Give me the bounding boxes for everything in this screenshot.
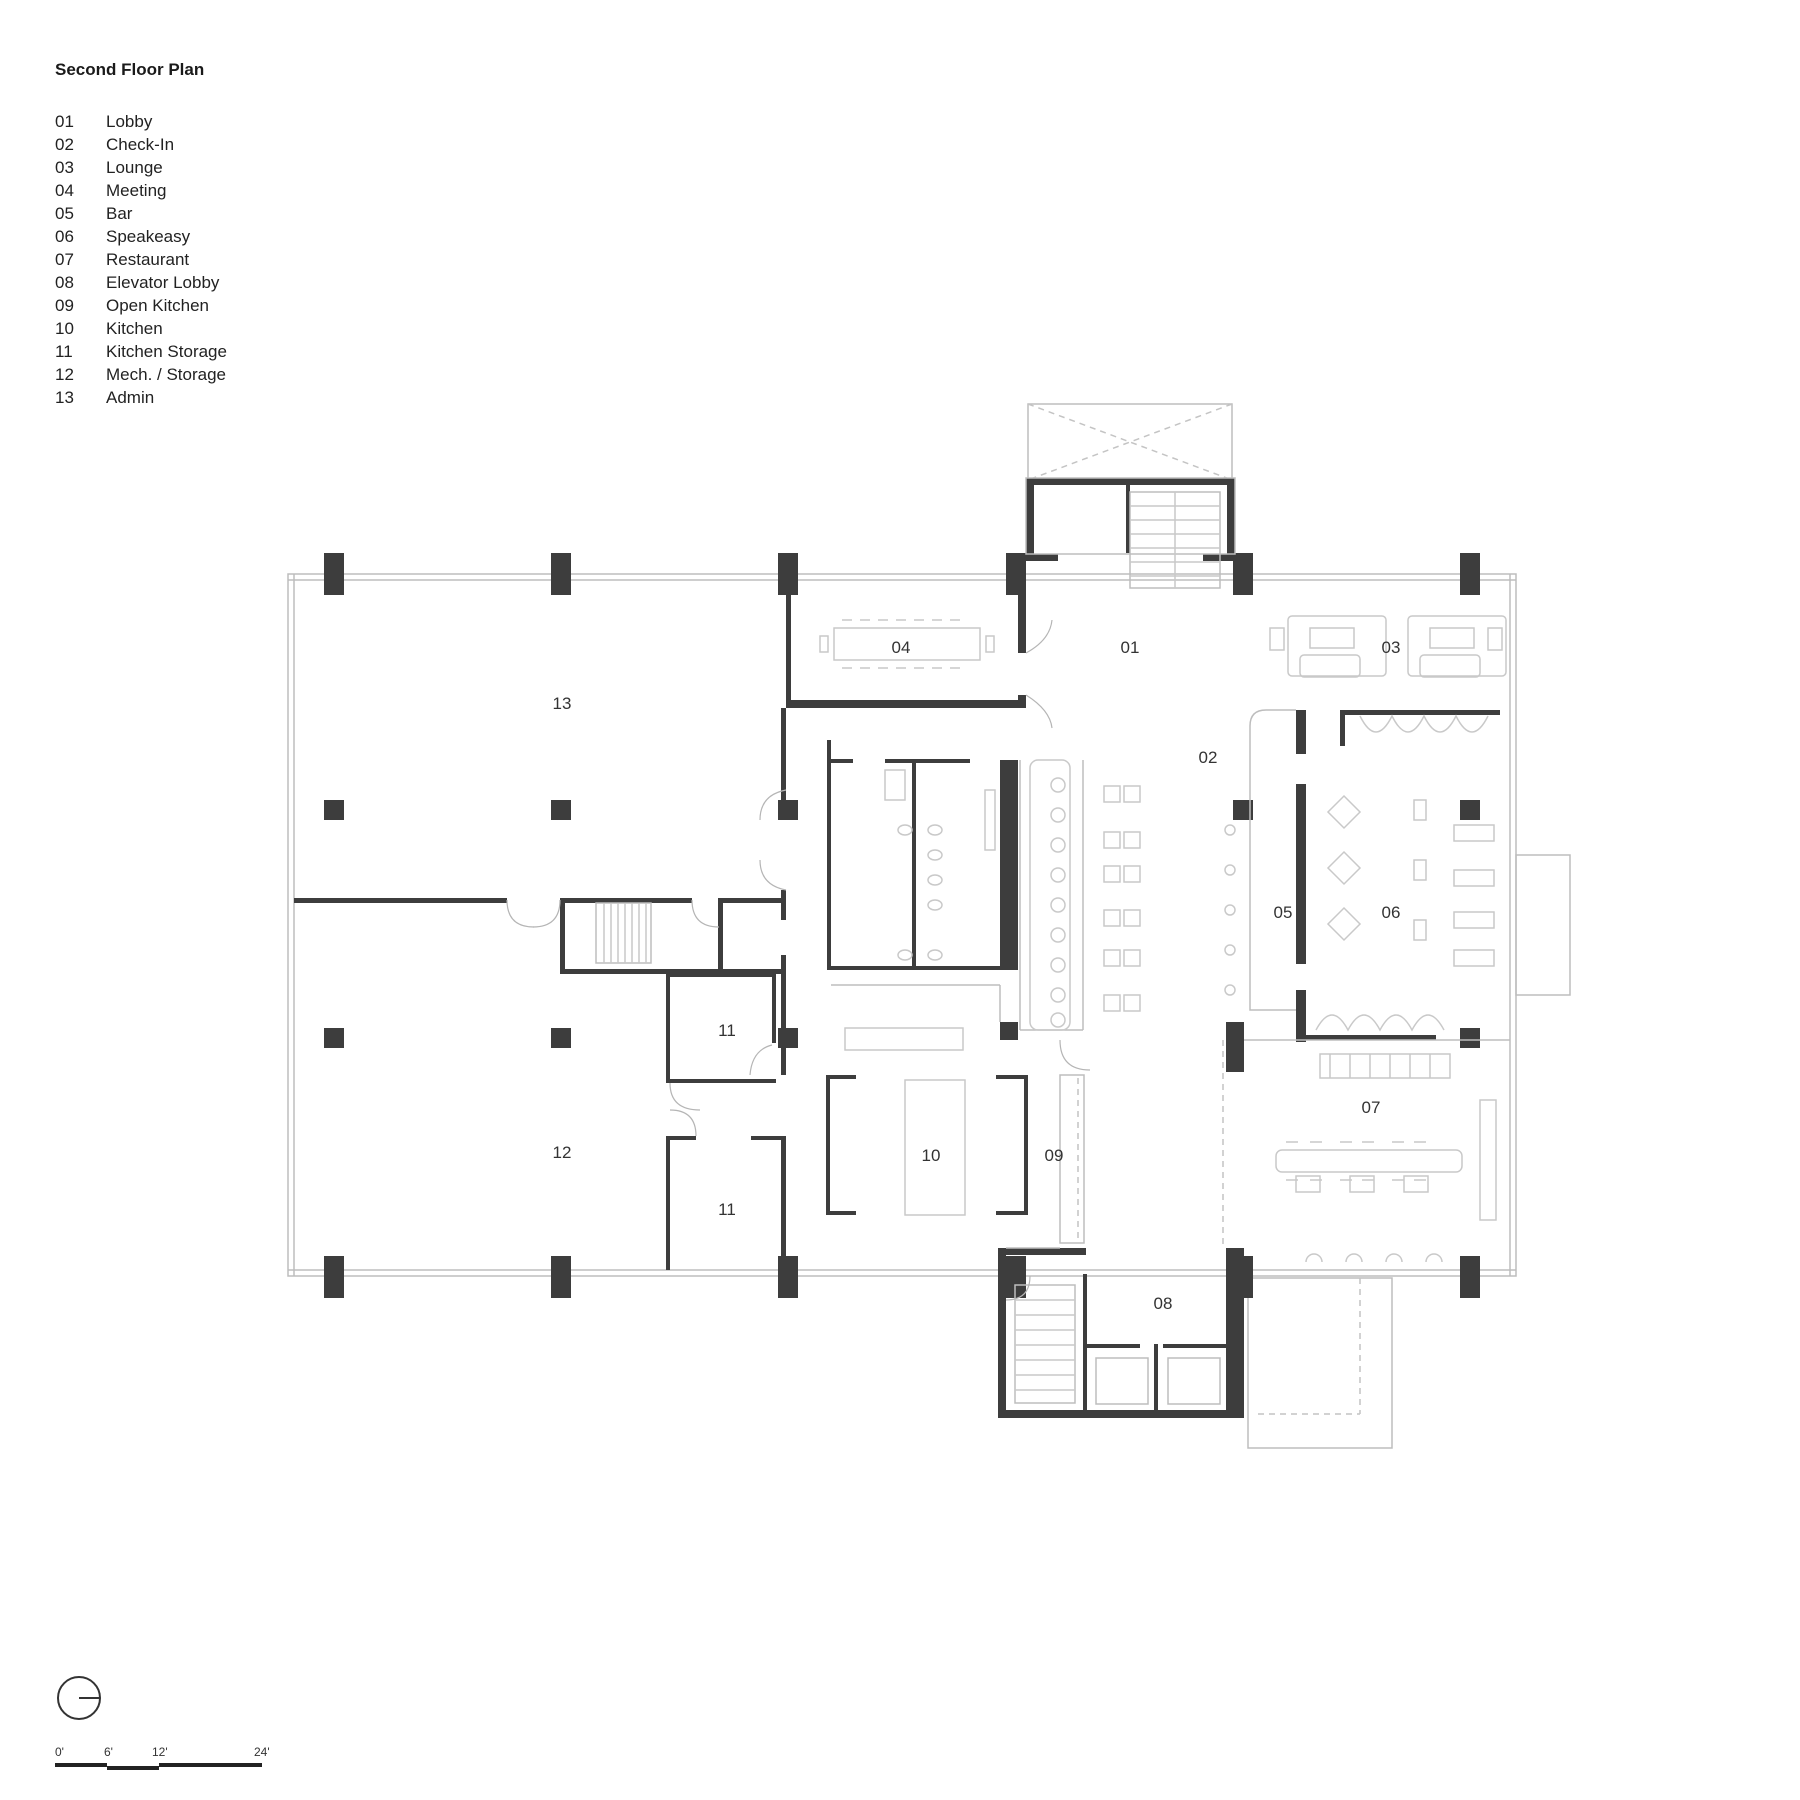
legend-item: 05 Bar	[55, 204, 227, 227]
legend-number: 04	[55, 181, 74, 200]
legend-number: 12	[55, 365, 74, 384]
room-tag-admin: 13	[553, 694, 572, 713]
north-arrow-icon	[57, 1676, 101, 1720]
legend-room-name: Elevator Lobby	[106, 273, 220, 292]
legend-number: 01	[55, 112, 74, 131]
legend-item: 08 Elevator Lobby	[55, 273, 227, 296]
legend-number: 13	[55, 388, 74, 407]
building-envelope	[287, 403, 1571, 1449]
room-tag-kitchen: 10	[922, 1146, 941, 1165]
room-tag-restaurant: 07	[1362, 1098, 1381, 1117]
legend-number: 08	[55, 273, 74, 292]
room-tag-lobby: 01	[1121, 638, 1140, 657]
legend-room-name: Lobby	[106, 112, 153, 131]
legend-item: 02 Check-In	[55, 135, 227, 158]
scale-label: 24'	[254, 1745, 270, 1759]
legend-item: 13 Admin	[55, 388, 227, 411]
legend-number: 05	[55, 204, 74, 223]
structural-columns	[324, 553, 1480, 1298]
scale-label: 12'	[152, 1745, 168, 1759]
room-tag-meeting: 04	[892, 638, 911, 657]
room-tags: 13 04 01 03 02 05 06 11 12 10 09 11 07 0…	[553, 638, 1401, 1313]
legend-number: 06	[55, 227, 74, 246]
legend-item: 10 Kitchen	[55, 319, 227, 342]
interior-walls	[294, 478, 1500, 1418]
legend-item: 06 Speakeasy	[55, 227, 227, 250]
legend-room-name: Check-In	[106, 135, 175, 154]
legend-item: 12 Mech. / Storage	[55, 365, 227, 388]
room-legend: 01 Lobby 02 Check-In 03 Lounge 04 Meeting 05…	[55, 112, 227, 411]
legend-number: 07	[55, 250, 74, 269]
legend-item: 09 Open Kitchen	[55, 296, 227, 319]
plan-title: Second Floor Plan	[55, 60, 205, 79]
legend-room-name: Open Kitchen	[106, 296, 210, 315]
legend-number: 11	[55, 342, 73, 361]
room-tag-bar: 05	[1274, 903, 1293, 922]
legend-item: 01 Lobby	[55, 112, 227, 135]
room-tag-check-in: 02	[1199, 748, 1218, 767]
legend-room-name: Kitchen	[106, 319, 163, 338]
room-tag-elevator-lobby: 08	[1154, 1294, 1173, 1313]
legend-room-name: Kitchen Storage	[106, 342, 227, 361]
legend-room-name: Speakeasy	[106, 227, 191, 246]
legend-room-name: Bar	[106, 204, 133, 223]
room-tag-open-kitchen: 09	[1045, 1146, 1064, 1165]
legend-number: 02	[55, 135, 74, 154]
scale-label: 0'	[55, 1745, 64, 1759]
legend-room-name: Restaurant	[106, 250, 190, 269]
light-partitions	[831, 477, 1510, 1249]
room-tag-lounge: 03	[1382, 638, 1401, 657]
legend-item: 04 Meeting	[55, 181, 227, 204]
room-tag-kitchen-storage: 11	[718, 1200, 736, 1219]
legend-room-name: Lounge	[106, 158, 163, 177]
stairs	[595, 491, 1221, 1405]
legend-number: 09	[55, 296, 74, 315]
scale-bar: 0' 6' 12' 24'	[55, 1745, 270, 1770]
legend-item: 03 Lounge	[55, 158, 227, 181]
legend-room-name: Mech. / Storage	[106, 365, 227, 384]
legend-number: 10	[55, 319, 74, 338]
scale-label: 6'	[104, 1745, 113, 1759]
legend-item: 07 Restaurant	[55, 250, 227, 273]
legend-room-name: Meeting	[106, 181, 167, 200]
room-tag-kitchen-storage: 11	[718, 1021, 736, 1040]
room-tag-speakeasy: 06	[1382, 903, 1401, 922]
legend-room-name: Admin	[106, 388, 155, 407]
door-swings	[506, 619, 1091, 1301]
room-tag-mech-storage: 12	[553, 1143, 572, 1162]
legend-item: 11 Kitchen Storage	[55, 342, 227, 365]
legend-number: 03	[55, 158, 74, 177]
furniture	[819, 615, 1507, 1263]
